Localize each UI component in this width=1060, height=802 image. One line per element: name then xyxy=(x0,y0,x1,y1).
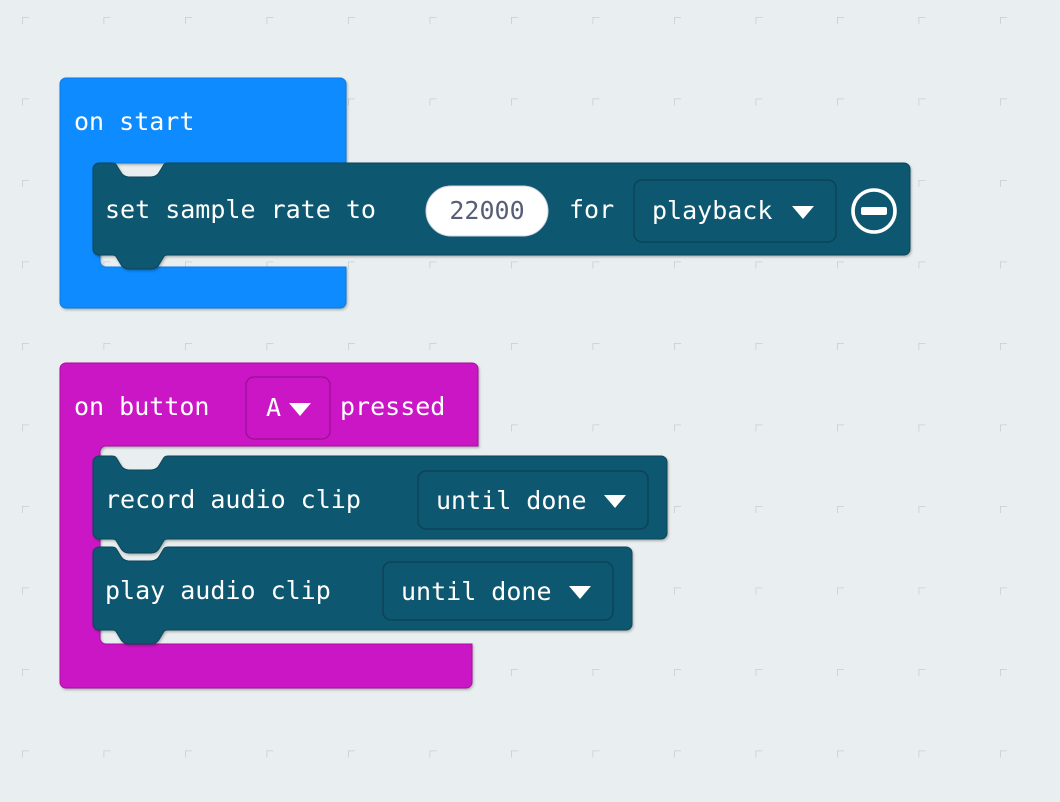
on-button-label: on button xyxy=(74,392,209,421)
button-select-dropdown[interactable]: A xyxy=(245,376,331,440)
record-audio-clip-block[interactable]: record audio clip until done xyxy=(86,449,686,559)
play-mode-dropdown[interactable]: until done xyxy=(382,561,614,621)
on-button-pressed-block[interactable]: on button A pressed xyxy=(59,362,479,689)
record-audio-clip-label: record audio clip xyxy=(105,485,361,514)
sample-rate-target-value: playback xyxy=(652,196,772,225)
record-mode-dropdown[interactable]: until done xyxy=(417,470,649,530)
sample-rate-value: 22000 xyxy=(449,196,524,225)
record-mode-value: until done xyxy=(436,486,587,515)
set-sample-rate-label: set sample rate to xyxy=(105,195,376,224)
on-button-pressed-script[interactable]: on button A pressed xyxy=(52,355,502,705)
sample-rate-target-dropdown[interactable]: playback xyxy=(633,179,837,243)
on-start-script[interactable]: on start xyxy=(52,70,932,330)
play-audio-clip-block[interactable]: play audio clip until done xyxy=(86,540,656,650)
button-select-value: A xyxy=(266,393,281,422)
on-start-label: on start xyxy=(74,107,194,136)
chevron-down-icon xyxy=(569,586,591,599)
on-start-block[interactable]: on start xyxy=(59,77,347,309)
chevron-down-icon xyxy=(604,495,626,508)
play-audio-clip-label: play audio clip xyxy=(105,576,331,605)
chevron-down-icon xyxy=(289,403,311,416)
collapse-minus-icon[interactable] xyxy=(851,188,897,234)
for-label: for xyxy=(569,195,614,224)
pressed-label: pressed xyxy=(340,392,445,421)
play-mode-value: until done xyxy=(401,577,552,606)
sample-rate-field[interactable]: 22000 xyxy=(425,185,549,237)
set-sample-rate-block[interactable]: set sample rate to 22000 for playback xyxy=(86,156,926,281)
chevron-down-icon xyxy=(792,206,814,219)
